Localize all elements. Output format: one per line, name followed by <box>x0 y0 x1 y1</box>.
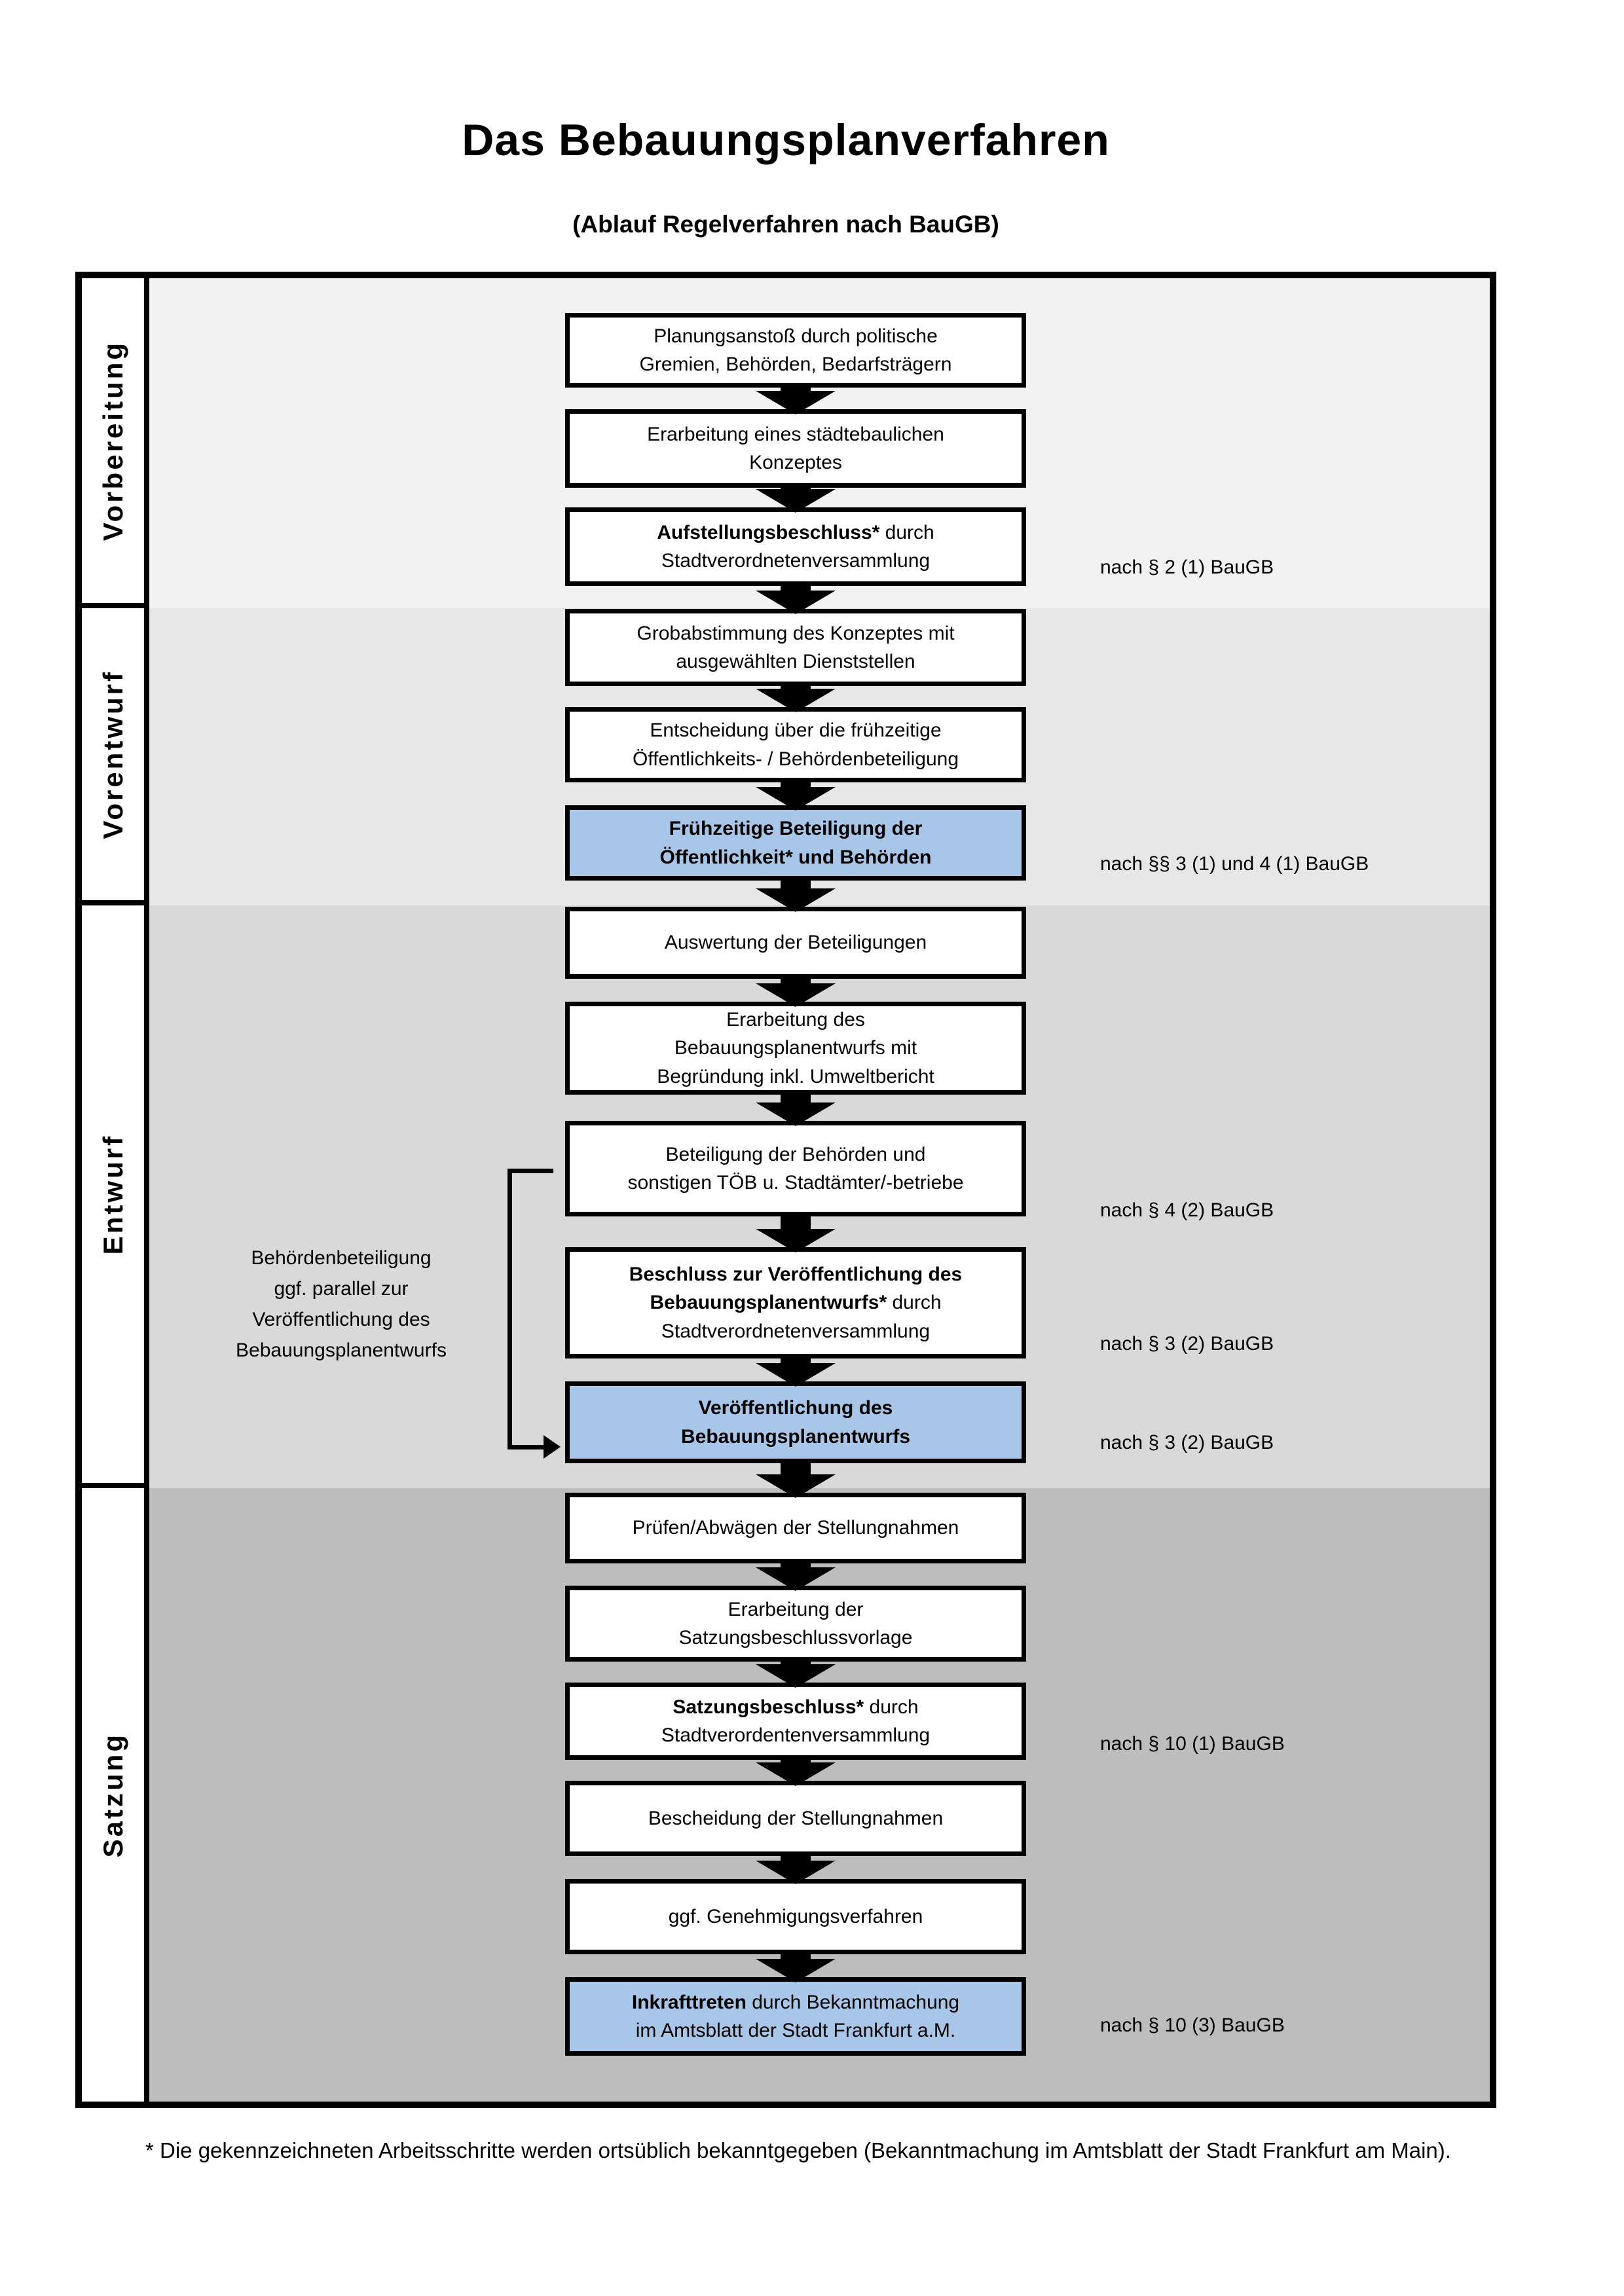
phase-cell-vorentwurf: Vorentwurf <box>82 608 149 905</box>
parallel-connector-top-stub <box>507 1169 553 1173</box>
parallel-connector-arrowhead-icon <box>544 1435 561 1459</box>
step-text: Erarbeitung der Satzungsbeschlussvorlage <box>678 1598 913 1649</box>
step-text: durch Stadtverordnetenversammlung <box>661 1292 942 1342</box>
step-text: Beteiligung der Behörden und sonstigen T… <box>627 1143 964 1194</box>
legal-reference: nach § 3 (2) BauGB <box>1100 1333 1274 1355</box>
step-genehmigungsverfahren: ggf. Genehmigungsverfahren <box>565 1879 1026 1954</box>
process-diagram: Vorbereitung Vorentwurf Entwurf Satzung … <box>75 272 1496 2108</box>
step-text-bold: Inkrafttreten <box>631 1991 747 2013</box>
step-fruehzeitige-beteiligung: Frühzeitige Beteiligung der Öffentlichke… <box>565 805 1026 881</box>
step-satzungsbeschluss: Satzungsbeschluss* durch Stadtverordente… <box>565 1683 1026 1760</box>
step-text: Auswertung der Beteiligungen <box>664 932 927 954</box>
step-text-bold: Aufstellungsbeschluss* <box>657 521 880 543</box>
step-text-bold: Frühzeitige Beteiligung der Öffentlichke… <box>659 818 932 868</box>
phase-label-vorbereitung: Vorbereitung <box>97 340 128 541</box>
step-text: durch Bekanntmachung im Amtsblatt der St… <box>635 1991 960 2042</box>
step-satzungsvorlage: Erarbeitung der Satzungsbeschlussvorlage <box>565 1586 1026 1662</box>
phase-label-entwurf: Entwurf <box>97 1133 128 1255</box>
step-veroeffentlichung: Veröffentlichung des Bebauungsplanentwur… <box>565 1381 1026 1463</box>
legal-reference: nach § 4 (2) BauGB <box>1100 1199 1274 1221</box>
step-toeb-beteiligung: Beteiligung der Behörden und sonstigen T… <box>565 1121 1026 1216</box>
phase-label-vorentwurf: Vorentwurf <box>97 669 128 839</box>
step-text: Bescheidung der Stellungnahmen <box>648 1807 944 1829</box>
step-inkrafttreten: Inkrafttreten durch Bekanntmachung im Am… <box>565 1977 1026 2056</box>
step-bescheidung: Bescheidung der Stellungnahmen <box>565 1781 1026 1856</box>
step-text-bold: Satzungsbeschluss* <box>673 1696 864 1718</box>
step-veroeffentlichungs-beschluss: Beschluss zur Veröffentlichung des Bebau… <box>565 1247 1026 1358</box>
phase-cell-vorbereitung: Vorbereitung <box>82 278 149 608</box>
step-pruefen-abwaegen: Prüfen/Abwägen der Stellungnahmen <box>565 1493 1026 1563</box>
step-text: Planungsanstoß durch politische Gremien,… <box>639 325 952 376</box>
phase-label-satzung: Satzung <box>97 1732 128 1858</box>
step-text: Entscheidung über die frühzeitige Öffent… <box>632 720 959 770</box>
step-konzept-erarbeitung: Erarbeitung eines städtebaulichen Konzep… <box>565 409 1026 488</box>
step-text: ggf. Genehmigungsverfahren <box>668 1905 923 1927</box>
step-text-bold: Beschluss zur Veröffentlichung des Bebau… <box>629 1263 963 1314</box>
parallel-connector-vertical-line <box>507 1169 512 1449</box>
step-text-bold: Veröffentlichung des Bebauungsplanentwur… <box>680 1397 911 1448</box>
step-text: durch Stadtverordentenversammlung <box>661 1696 931 1747</box>
step-text: Erarbeitung eines städtebaulichen Konzep… <box>647 423 944 474</box>
phase-cell-entwurf: Entwurf <box>82 905 149 1488</box>
legal-reference: nach § 10 (3) BauGB <box>1100 2014 1285 2036</box>
footnote: * Die gekennzeichneten Arbeitsschritte w… <box>145 2138 1451 2162</box>
step-entscheidung-beteiligung: Entscheidung über die frühzeitige Öffent… <box>565 707 1026 782</box>
legal-reference: nach § 3 (2) BauGB <box>1100 1432 1274 1453</box>
legal-reference: nach § 2 (1) BauGB <box>1100 556 1274 578</box>
legal-reference: nach § 10 (1) BauGB <box>1100 1733 1285 1755</box>
step-text: Grobabstimmung des Konzeptes mit ausgewä… <box>637 622 955 673</box>
page-title: Das Bebauungsplanverfahren <box>462 115 1110 165</box>
parallel-connector-bottom-line <box>507 1445 544 1449</box>
step-entwurf-erarbeitung: Erarbeitung des Bebauungsplanentwurfs mi… <box>565 1002 1026 1095</box>
legal-reference: nach §§ 3 (1) und 4 (1) BauGB <box>1100 853 1369 875</box>
step-planungsanstoss: Planungsanstoß durch politische Gremien,… <box>565 313 1026 388</box>
step-grobabstimmung: Grobabstimmung des Konzeptes mit ausgewä… <box>565 609 1026 686</box>
phase-cell-satzung: Satzung <box>82 1488 149 2102</box>
page-subtitle: (Ablauf Regelverfahren nach BauGB) <box>572 211 999 238</box>
step-aufstellungsbeschluss: Aufstellungsbeschluss* durch Stadtverord… <box>565 507 1026 586</box>
phase-label-column: Vorbereitung Vorentwurf Entwurf Satzung <box>82 278 149 2102</box>
parallel-procedure-note: Behördenbeteiligung ggf. parallel zur Ve… <box>236 1247 447 1361</box>
step-text: Prüfen/Abwägen der Stellungnahmen <box>632 1517 959 1539</box>
step-text: durch Stadtverordnetenversammlung <box>661 521 934 572</box>
step-text: Erarbeitung des Bebauungsplanentwurfs mi… <box>657 1008 934 1087</box>
step-auswertung: Auswertung der Beteiligungen <box>565 907 1026 979</box>
